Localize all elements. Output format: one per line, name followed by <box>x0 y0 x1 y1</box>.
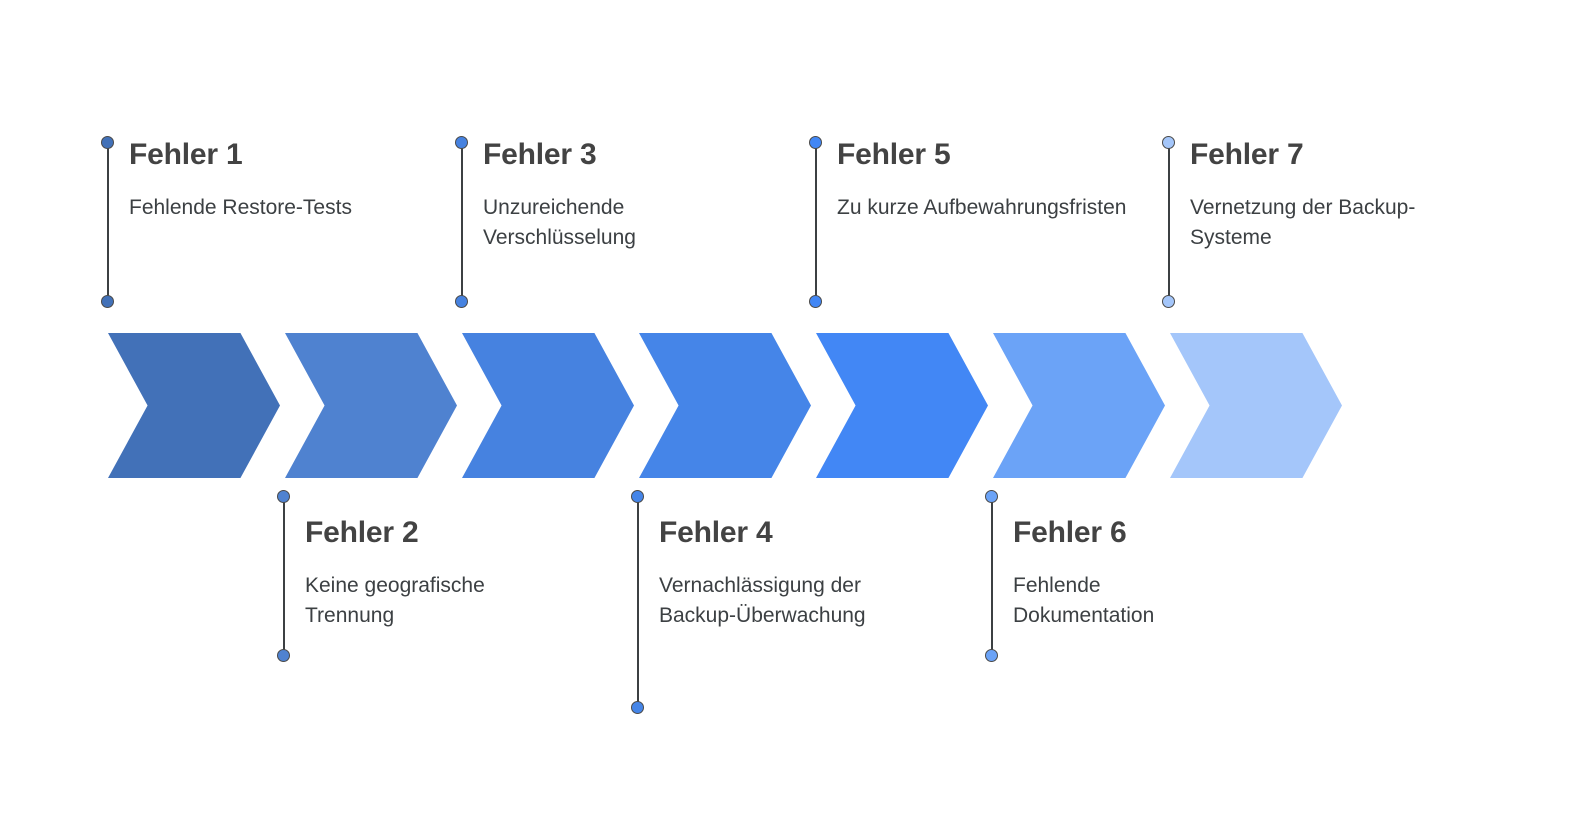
step-description: Zu kurze Aufbewahrungsfristen <box>837 196 1127 219</box>
step-title: Fehler 6 <box>1013 516 1127 549</box>
chevron-step-4[interactable] <box>639 333 811 478</box>
step-title: Fehler 1 <box>129 138 243 171</box>
connector-dot-top <box>101 136 114 149</box>
step-description: Fehlende Restore-Tests <box>129 196 352 219</box>
callout-text-block: Fehler 4 Vernachlässigung der Backup-Übe… <box>659 516 909 631</box>
connector-line <box>815 142 817 302</box>
connector-dot-bottom <box>631 701 644 714</box>
connector-dot-bottom <box>985 649 998 662</box>
connector-dot-bottom <box>1162 295 1175 308</box>
chevron-step-6[interactable] <box>993 333 1165 478</box>
chevron-band <box>108 333 1342 478</box>
connector-line <box>1168 142 1170 302</box>
connector-dot-top <box>277 490 290 503</box>
connector-dot-bottom <box>101 295 114 308</box>
connector-step-6 <box>985 490 999 662</box>
connector-dot-top <box>455 136 468 149</box>
connector-line <box>283 496 285 656</box>
connector-dot-top <box>1162 136 1175 149</box>
connector-dot-top <box>631 490 644 503</box>
connector-step-3 <box>455 136 469 308</box>
connector-line <box>107 142 109 302</box>
connector-dot-bottom <box>809 295 822 308</box>
chevron-step-5[interactable] <box>816 333 988 478</box>
callout-text-block: Fehler 1 Fehlende Restore-Tests <box>129 138 401 223</box>
connector-step-7 <box>1162 136 1176 308</box>
connector-dot-top <box>809 136 822 149</box>
step-title: Fehler 5 <box>837 138 951 171</box>
step-description: Unzureichende Verschlüsselung <box>483 196 636 249</box>
connector-line <box>637 496 639 708</box>
connector-line <box>991 496 993 656</box>
chevron-step-3[interactable] <box>462 333 634 478</box>
step-description: Keine geografische Trennung <box>305 574 485 627</box>
chevron-step-2[interactable] <box>285 333 457 478</box>
step-title: Fehler 4 <box>659 516 773 549</box>
callout-text-block: Fehler 3 Unzureichende Verschlüsselung <box>483 138 755 253</box>
connector-dot-bottom <box>277 649 290 662</box>
connector-line <box>461 142 463 302</box>
callout-text-block: Fehler 6 Fehlende Dokumentation <box>1013 516 1243 631</box>
step-title: Fehler 3 <box>483 138 597 171</box>
callout-text-block: Fehler 7 Vernetzung der Backup-Systeme <box>1190 138 1462 253</box>
step-description: Vernetzung der Backup-Systeme <box>1190 196 1416 249</box>
step-title: Fehler 2 <box>305 516 419 549</box>
connector-step-4 <box>631 490 645 714</box>
connector-step-5 <box>809 136 823 308</box>
step-title: Fehler 7 <box>1190 138 1304 171</box>
step-description: Fehlende Dokumentation <box>1013 574 1155 627</box>
connector-step-2 <box>277 490 291 662</box>
chevron-step-7[interactable] <box>1170 333 1342 478</box>
connector-step-1 <box>101 136 115 308</box>
callout-text-block: Fehler 5 Zu kurze Aufbewahrungsfristen <box>837 138 1157 223</box>
connector-dot-bottom <box>455 295 468 308</box>
callout-text-block: Fehler 2 Keine geografische Trennung <box>305 516 577 631</box>
connector-dot-top <box>985 490 998 503</box>
step-description: Vernachlässigung der Backup-Überwachung <box>659 574 866 627</box>
chevron-step-1[interactable] <box>108 333 280 478</box>
